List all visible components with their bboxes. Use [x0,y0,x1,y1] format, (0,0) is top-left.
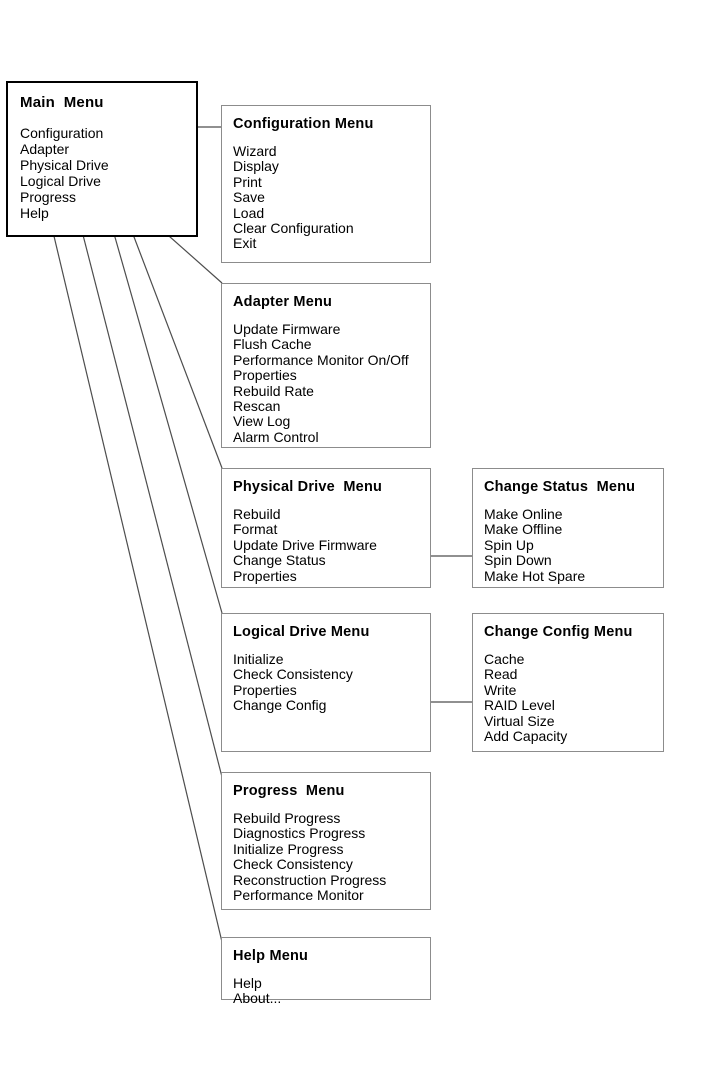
menu-item-write[interactable]: Write [484,681,517,698]
connector-logical-drive [98,180,223,614]
progress-menu-title: Progress Menu [233,783,345,799]
menu-item-configuration[interactable]: Configuration [20,125,104,141]
connector-help [47,210,223,943]
menu-item-adapter[interactable]: Adapter [20,141,70,157]
menu-item-save[interactable]: Save [233,189,265,206]
menu-item-make-offline[interactable]: Make Offline [484,521,563,538]
menu-item-help[interactable]: Help [233,975,262,991]
help-menu-box: Help Menu Help About... [221,937,431,1006]
change-status-menu-items: Make Online Make Offline Spin Up Spin Do… [484,506,663,584]
menu-item-rebuild-progress[interactable]: Rebuild Progress [233,810,341,826]
help-menu-items: Help About... [233,975,430,1007]
menu-item-physical-drive[interactable]: Physical Drive [20,157,109,173]
menu-item-flush-cache[interactable]: Flush Cache [233,336,312,353]
menu-item-cache[interactable]: Cache [484,651,525,667]
menu-item-add-capacity[interactable]: Add Capacity [484,728,568,745]
menu-item-change-config[interactable]: Change Config [233,697,327,714]
logical-drive-menu-title: Logical Drive Menu [233,624,370,640]
menu-item-properties-pd[interactable]: Properties [233,567,297,584]
main-menu-title: Main Menu [20,94,104,111]
configuration-menu-title: Configuration Menu [233,116,374,132]
main-menu-items: Configuration Adapter Physical Drive Log… [20,125,196,221]
menu-item-performance-monitor[interactable]: Performance Monitor [233,887,364,904]
menu-item-progress[interactable]: Progress [20,189,77,205]
connector-progress [72,195,223,778]
menu-item-check-consistency[interactable]: Check Consistency [233,666,353,683]
menu-item-performance-monitor-on-off[interactable]: Performance Monitor On/Off [233,351,409,368]
menu-item-reconstruction-progress[interactable]: Reconstruction Progress [233,871,387,888]
menu-item-rescan[interactable]: Rescan [233,398,281,415]
menu-item-spin-up[interactable]: Spin Up [484,536,534,553]
menu-item-change-status[interactable]: Change Status [233,552,326,569]
menu-item-wizard[interactable]: Wizard [233,143,277,159]
menu-item-print[interactable]: Print [233,173,262,190]
menu-item-check-consistency-progress[interactable]: Check Consistency [233,856,353,873]
menu-item-spin-down[interactable]: Spin Down [484,552,552,569]
menu-item-update-drive-firmware[interactable]: Update Drive Firmware [233,536,377,553]
menu-item-read[interactable]: Read [484,666,518,683]
menu-item-format[interactable]: Format [233,521,278,538]
main-menu-box: Main Menu Configuration Adapter Physical… [6,81,198,237]
menu-item-initialize[interactable]: Initialize [233,651,284,667]
menu-item-make-hot-spare[interactable]: Make Hot Spare [484,567,586,584]
menu-item-make-online[interactable]: Make Online [484,506,563,522]
change-config-menu-box: Change Config Menu Cache Read Write RAID… [472,613,664,752]
menu-item-rebuild[interactable]: Rebuild [233,506,281,522]
menu-item-exit[interactable]: Exit [233,235,257,252]
adapter-menu-title: Adapter Menu [233,294,333,310]
menu-item-load[interactable]: Load [233,204,265,221]
menu-item-properties[interactable]: Properties [233,367,297,384]
menu-item-rebuild-rate[interactable]: Rebuild Rate [233,382,314,399]
menu-item-about[interactable]: About... [233,990,282,1007]
physical-drive-menu-title: Physical Drive Menu [233,479,383,495]
menu-item-logical-drive[interactable]: Logical Drive [20,173,101,189]
adapter-menu-items: Update Firmware Flush Cache Performance … [233,321,430,445]
logical-drive-menu-box: Logical Drive Menu Initialize Check Cons… [221,613,431,752]
logical-drive-menu-items: Initialize Check Consistency Properties … [233,651,430,714]
change-config-menu-items: Cache Read Write RAID Level Virtual Size… [484,651,663,745]
menu-item-update-firmware[interactable]: Update Firmware [233,321,341,337]
menu-item-clear-configuration[interactable]: Clear Configuration [233,220,354,237]
progress-menu-items: Rebuild Progress Diagnostics Progress In… [233,810,430,904]
menu-item-raid-level[interactable]: RAID Level [484,697,555,714]
change-status-menu-box: Change Status Menu Make Online Make Offl… [472,468,664,588]
configuration-menu-items: Wizard Display Print Save Load Clear Con… [233,143,430,252]
progress-menu-box: Progress Menu Rebuild Progress Diagnosti… [221,772,431,910]
menu-item-view-log[interactable]: View Log [233,413,291,430]
menu-item-properties-ld[interactable]: Properties [233,681,297,698]
menu-item-initialize-progress[interactable]: Initialize Progress [233,840,344,857]
menu-item-display[interactable]: Display [233,158,279,175]
menu-item-diagnostics-progress[interactable]: Diagnostics Progress [233,825,366,842]
physical-drive-menu-items: Rebuild Format Update Drive Firmware Cha… [233,506,430,584]
change-config-menu-title: Change Config Menu [484,624,633,640]
adapter-menu-box: Adapter Menu Update Firmware Flush Cache… [221,283,431,448]
physical-drive-menu-box: Physical Drive Menu Rebuild Format Updat… [221,468,431,588]
help-menu-title: Help Menu [233,948,309,964]
menu-item-help[interactable]: Help [20,205,49,221]
change-status-menu-title: Change Status Menu [484,479,636,495]
configuration-menu-box: Configuration Menu Wizard Display Print … [221,105,431,263]
menu-item-alarm-control[interactable]: Alarm Control [233,428,319,445]
menu-item-virtual-size[interactable]: Virtual Size [484,712,555,729]
